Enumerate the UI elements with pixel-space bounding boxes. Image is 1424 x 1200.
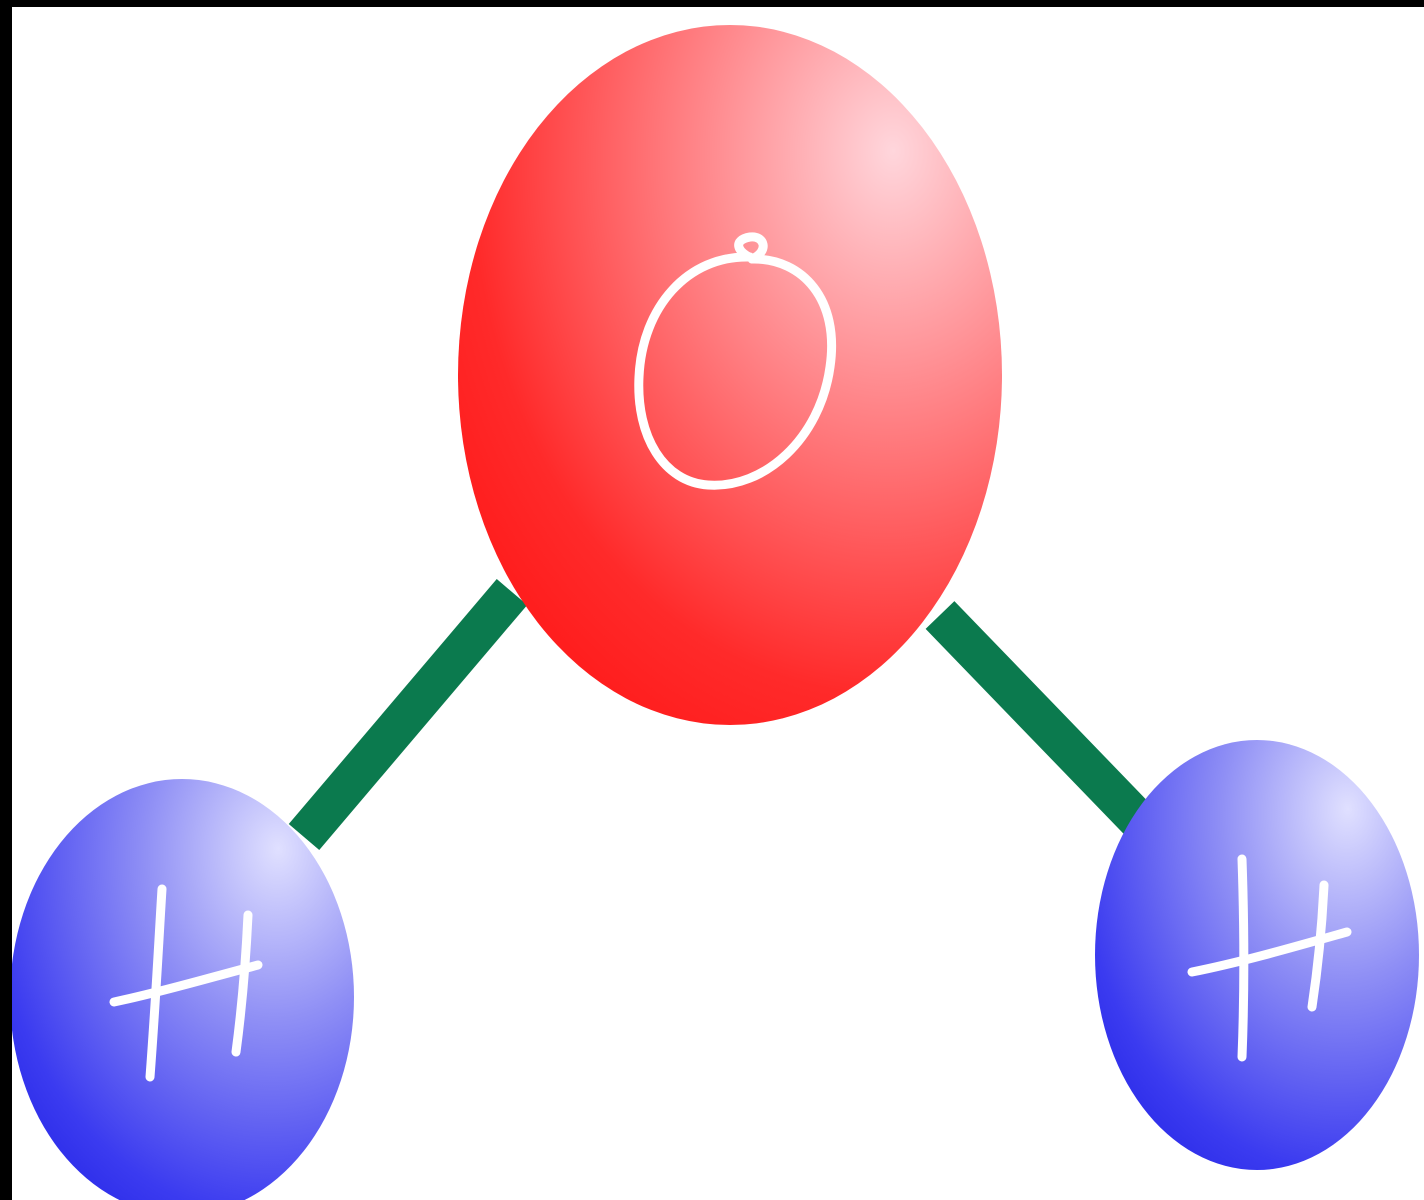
diagram-canvas: O H H [12, 7, 1424, 1200]
atom-hydrogen-right: H [1095, 740, 1419, 1170]
hydrogen-left-symbol [109, 884, 263, 1082]
atom-oxygen: O [458, 25, 1002, 725]
bond-oxygen-hydrogen-left [288, 579, 528, 850]
hydrogen-right-symbol [1187, 854, 1352, 1062]
oxygen-symbol [634, 232, 836, 490]
water-molecule-diagram: O H H [12, 25, 1419, 1200]
atom-hydrogen-left: H [12, 779, 354, 1200]
bond-oxygen-hydrogen-right [925, 601, 1155, 836]
